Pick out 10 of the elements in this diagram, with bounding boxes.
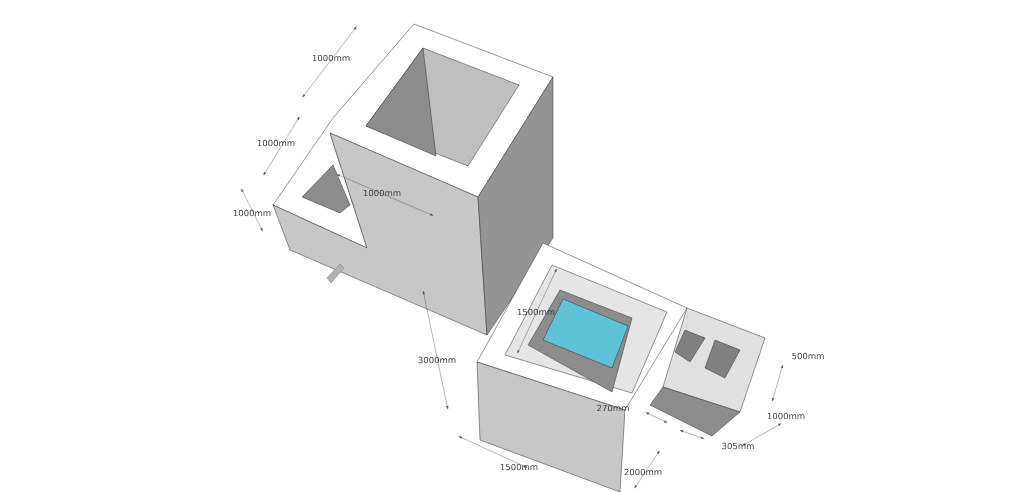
dimension-label: 1000mm — [233, 209, 271, 217]
dimension-label: 3000mm — [418, 356, 456, 364]
dimension-label: 1000mm — [363, 189, 401, 197]
dimension-label: 1000mm — [312, 54, 350, 62]
dimension-label: 500mm — [792, 352, 824, 360]
dimension-label: 305mm — [722, 442, 754, 450]
dimension-label: 1000mm — [767, 412, 805, 420]
dimension-label: 2000mm — [624, 468, 662, 476]
dimension-label: 1500mm — [500, 463, 538, 471]
dimension-label: 1000mm — [257, 139, 295, 147]
